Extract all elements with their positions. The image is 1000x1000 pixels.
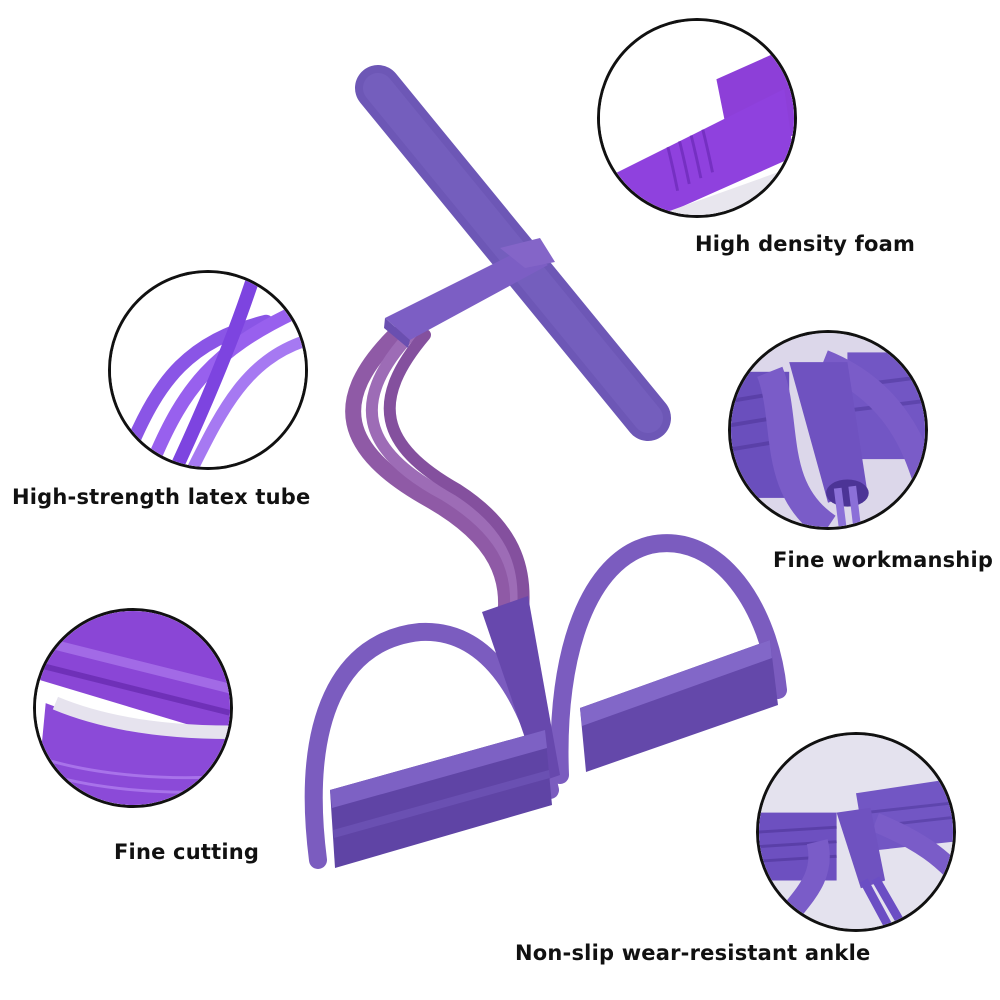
left-pedal-bar xyxy=(330,730,552,868)
feature-label-workmanship: Fine workmanship xyxy=(773,548,994,572)
feature-circle-cutting xyxy=(33,608,233,808)
foam-closeup-image xyxy=(600,21,794,215)
tube-closeup-image xyxy=(111,273,305,467)
feature-label-tube: High-strength latex tube xyxy=(12,485,311,509)
latex-tube xyxy=(345,327,530,628)
foam-sleeve xyxy=(384,238,555,348)
feature-circle-tube xyxy=(108,270,308,470)
workmanship-closeup-image xyxy=(731,333,925,527)
ankle-closeup-image xyxy=(759,735,953,929)
right-pedal-bar xyxy=(580,640,778,772)
feature-circle-ankle xyxy=(756,732,956,932)
right-pedal-loop xyxy=(550,534,787,784)
feature-label-foam: High density foam xyxy=(695,232,916,256)
cutting-closeup-image xyxy=(36,611,230,805)
feature-circle-foam xyxy=(597,18,797,218)
feature-label-cutting: Fine cutting xyxy=(114,840,260,864)
feature-circle-workmanship xyxy=(728,330,928,530)
feature-label-ankle: Non-slip wear-resistant ankle xyxy=(515,941,871,965)
